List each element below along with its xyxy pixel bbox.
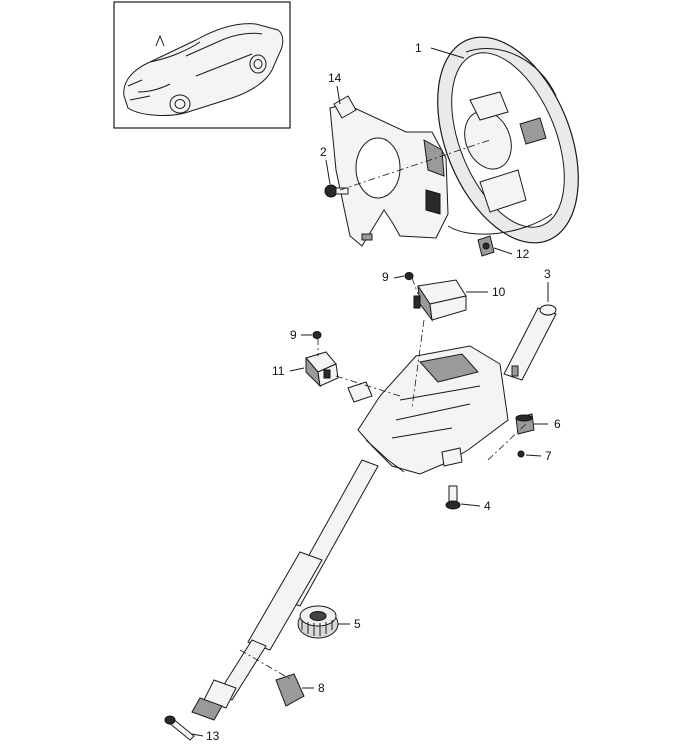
callout-9-lower: 9: [290, 328, 297, 342]
callout-8: 8: [318, 681, 325, 695]
bolt-part-9-upper[interactable]: [404, 272, 414, 280]
bearing-part-5[interactable]: [297, 605, 339, 639]
callout-3: 3: [544, 267, 551, 281]
callout-7: 7: [545, 449, 552, 463]
bush-part-6[interactable]: [515, 413, 535, 435]
callout-13: 13: [206, 729, 220, 743]
screw-part-7[interactable]: [517, 450, 525, 458]
callout-11: 11: [272, 364, 285, 378]
callout-5: 5: [354, 617, 361, 631]
callout-10: 10: [492, 285, 506, 299]
bolt-part-9-lower[interactable]: [312, 331, 322, 339]
callout-4: 4: [484, 499, 491, 513]
callout-2: 2: [320, 145, 327, 159]
callout-labels: 1 14 2 12 3 9 10 9 11 6 7 4 5 8 13: [206, 41, 561, 743]
leader-lines: [191, 47, 549, 737]
callout-14: 14: [328, 71, 342, 85]
callout-9-upper: 9: [382, 270, 389, 284]
bolt-part-4[interactable]: [445, 485, 461, 510]
clip-part-12[interactable]: [477, 235, 495, 257]
callout-1: 1: [415, 41, 422, 55]
callout-12: 12: [516, 247, 530, 261]
steering-column-assembly[interactable]: [191, 304, 557, 721]
column-switch-housing[interactable]: [329, 95, 449, 247]
control-unit-11[interactable]: [305, 351, 339, 388]
screw-part-2[interactable]: [324, 184, 349, 198]
boot-part-8[interactable]: [275, 673, 305, 707]
vehicle-thumbnail[interactable]: [113, 1, 291, 129]
callout-6: 6: [554, 417, 561, 431]
control-module-10[interactable]: [413, 279, 467, 322]
assembly-axis-lines: [239, 139, 527, 681]
bolt-part-13[interactable]: [164, 715, 195, 741]
steering-wheel[interactable]: [410, 17, 606, 264]
